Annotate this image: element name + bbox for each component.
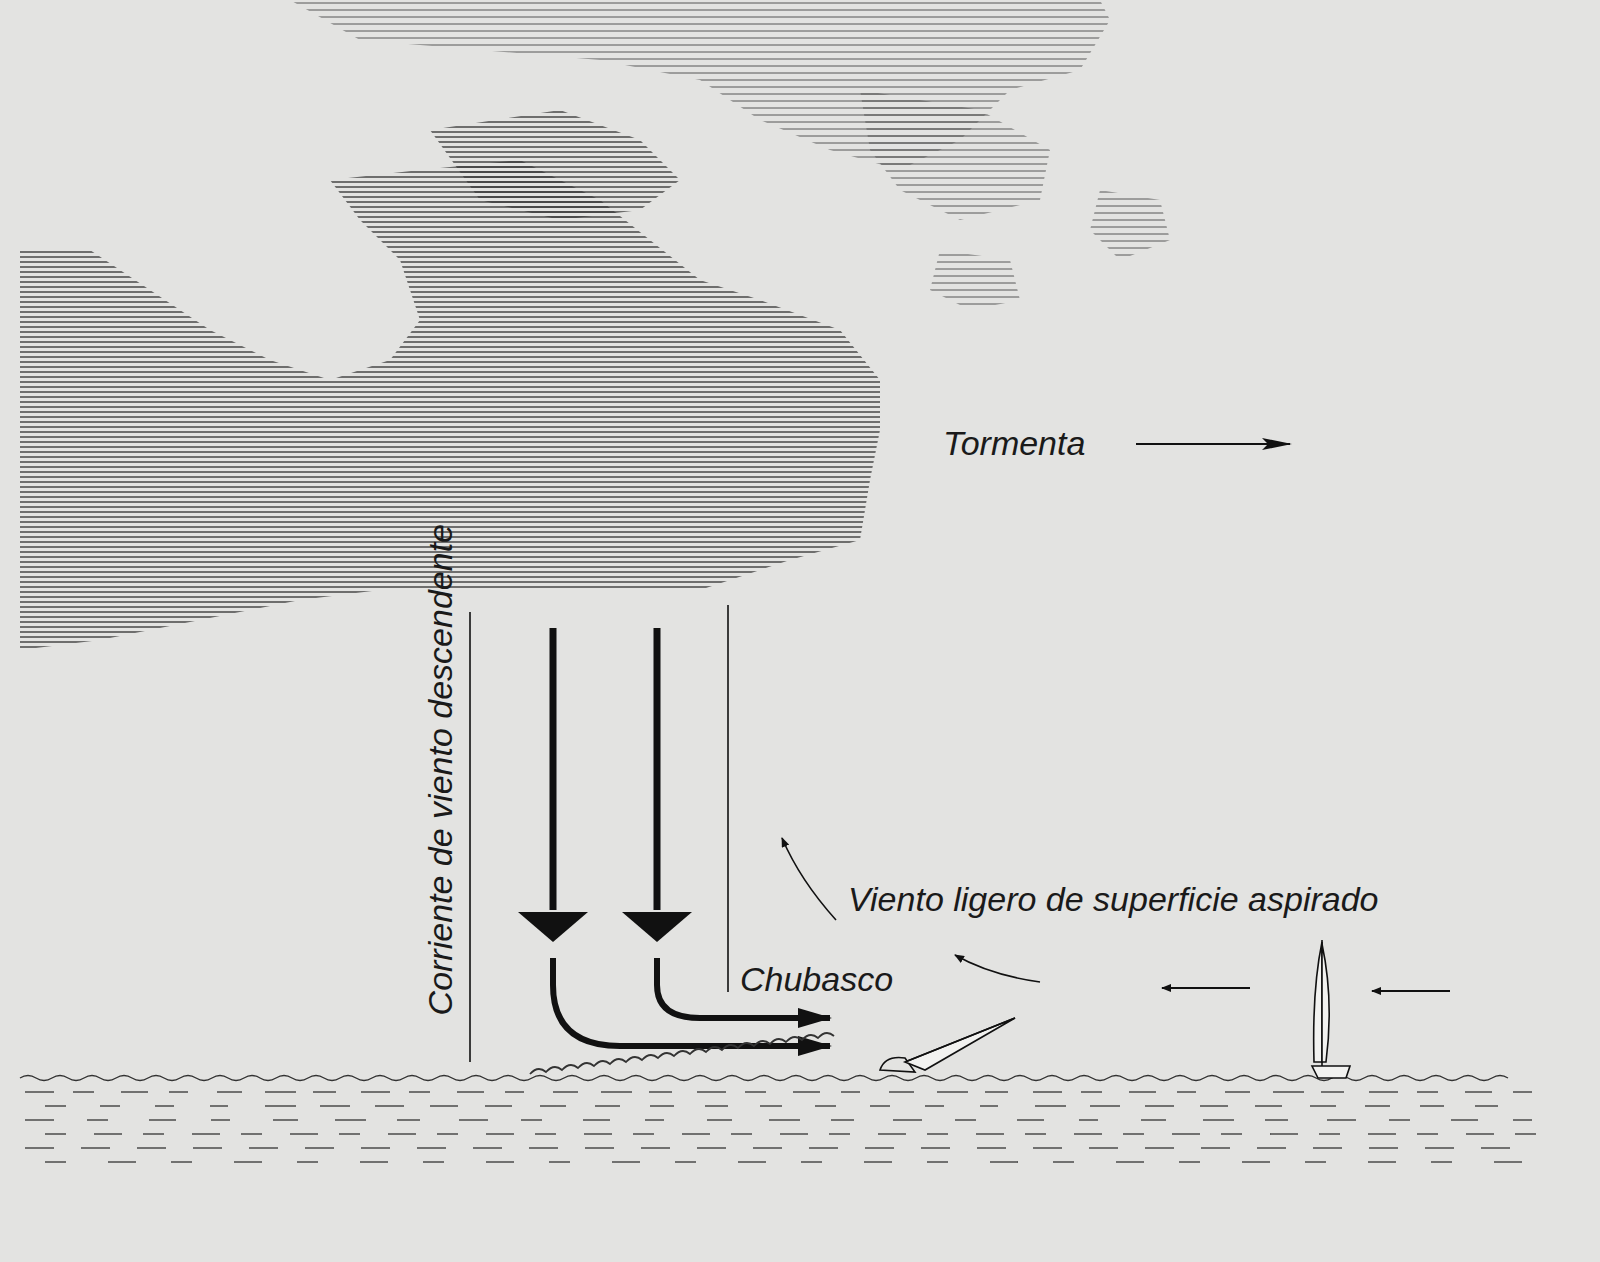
squall-label: Chubasco: [740, 961, 893, 998]
downdraft-arrow: [553, 628, 657, 910]
downdraft-boundary: [469, 612, 471, 1062]
downdraft-boundary: [727, 605, 729, 992]
surface-wind-arrow: [1162, 988, 1450, 991]
storm-cloud: [20, 0, 1170, 650]
downdraft-label: Corriente de viento descendente: [422, 524, 459, 1015]
motion-arrow: [1136, 443, 1290, 445]
capsized-boat: [880, 1018, 1015, 1072]
downdraft-arrowhead: [518, 912, 692, 942]
sea: [20, 1033, 1536, 1162]
sailboat: [1312, 940, 1350, 1078]
storm-label: Tormenta: [943, 425, 1085, 462]
surface-wind-label: Viento ligero de superficie aspirado: [848, 881, 1379, 918]
